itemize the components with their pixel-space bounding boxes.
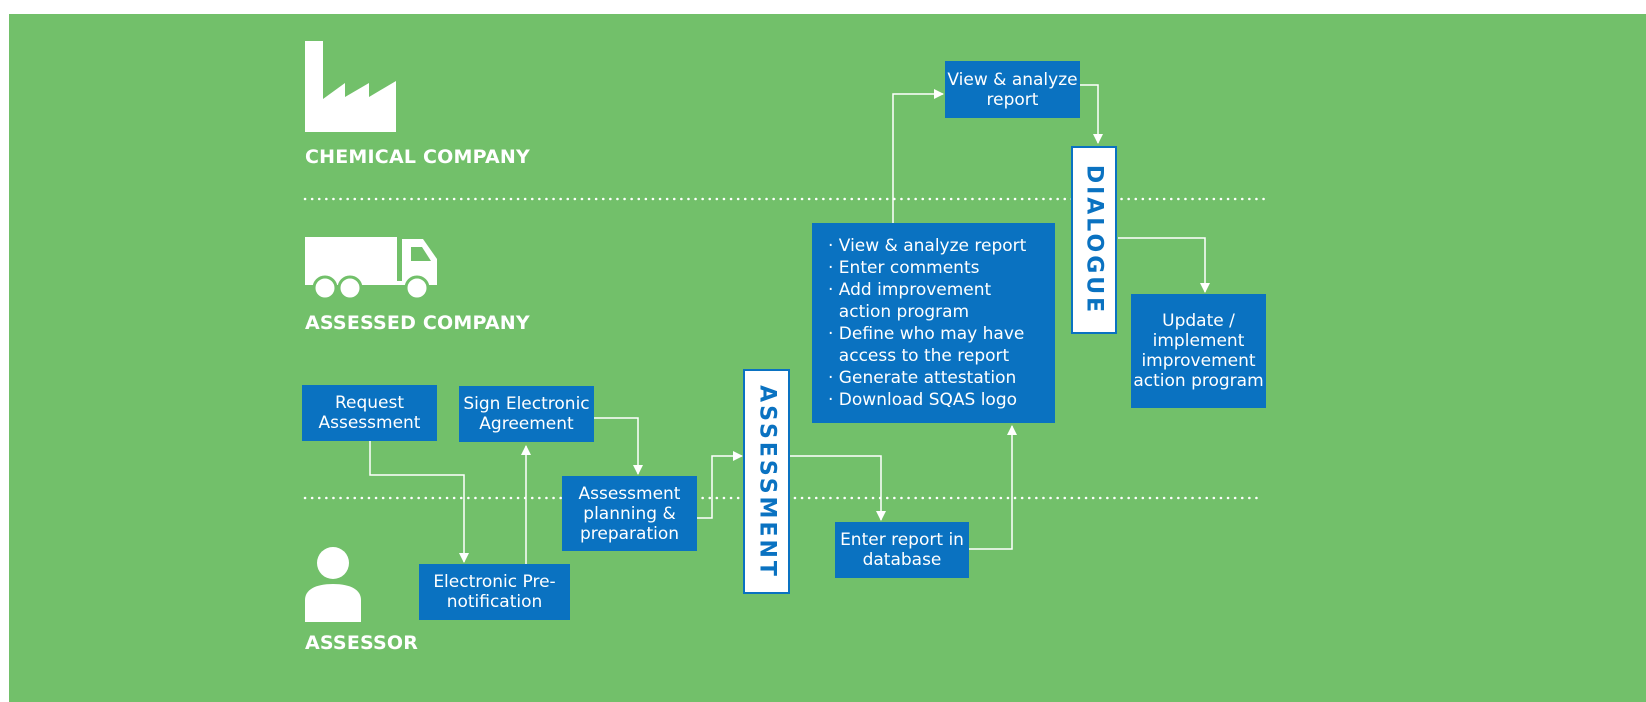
actions-list-box: · View & analyze report · Enter comments…: [812, 223, 1055, 423]
dialogue-label: DIALOGUE: [1081, 164, 1107, 316]
list-item: · Define who may have: [828, 324, 1025, 344]
enter-report-line: Enter report: [840, 530, 944, 550]
update-program-line: improvement: [1141, 351, 1256, 371]
connector-arrow: [1080, 84, 1103, 144]
list-item: access to the report: [828, 346, 1010, 366]
request-assessment-line: Request: [334, 393, 405, 413]
lane-label-assessed-company: ASSESSED COMPANY: [305, 312, 530, 334]
assessment-planning-line: Assessment: [578, 483, 681, 504]
update-program-box: Update / implement improvement action pr…: [1131, 294, 1266, 408]
assessment-label: ASSESSMENT: [754, 384, 779, 579]
sign-agreement-box: Sign Electronic Agreement: [459, 386, 594, 442]
electronic-prenotification-line: Electronic: [433, 572, 518, 592]
assessment-planning-box: Assessment planning & preparation: [562, 476, 697, 551]
list-item: · Generate attestation: [828, 368, 1017, 388]
assessment-box: ASSESSMENT: [743, 369, 790, 594]
sign-agreement-line: Agreement: [479, 414, 574, 434]
update-program-line: implement: [1152, 331, 1245, 351]
list-item: action program: [828, 302, 970, 322]
update-program-line: Update /: [1162, 311, 1235, 331]
actions-list: · View & analyze report · Enter comments…: [828, 235, 1026, 411]
connector-arrow: [697, 451, 743, 519]
update-program-line: program: [1191, 371, 1264, 391]
connector-arrow: [1118, 237, 1210, 293]
assessment-planning-line: preparation: [579, 523, 680, 544]
sign-agreement-line: Sign Electronic: [463, 394, 590, 414]
request-assessment-box: Request Assessment: [302, 385, 437, 441]
enter-report-line: in database: [862, 530, 964, 570]
list-item: · Add improvement: [828, 280, 992, 300]
connector-arrow: [369, 441, 469, 563]
truck-icon: [305, 237, 437, 301]
enter-report-box: Enter report in database: [835, 522, 969, 578]
list-item: · Enter comments: [828, 258, 980, 278]
view-analyze-report-box: View & analyze report: [945, 61, 1080, 118]
update-program-line: action: [1133, 371, 1186, 391]
lane-label-assessor: ASSESSOR: [305, 632, 419, 654]
lane-label-chemical-company: CHEMICAL COMPANY: [305, 146, 530, 168]
list-item: · View & analyze report: [828, 236, 1027, 256]
list-item: · Download SQAS logo: [828, 390, 1018, 410]
connector-arrow: [969, 425, 1017, 550]
electronic-prenotification-line: Pre-notification: [446, 572, 556, 612]
factory-icon: [305, 41, 396, 132]
view-analyze-report-line: analyze report: [986, 69, 1078, 110]
request-assessment-line: Assessment: [318, 413, 421, 433]
person-icon: [305, 547, 361, 622]
dialogue-box: DIALOGUE: [1071, 146, 1117, 334]
connector-arrow: [892, 89, 944, 223]
view-analyze-report-line: View &: [947, 69, 1007, 90]
electronic-prenotification-box: Electronic Pre-notification: [419, 564, 570, 620]
connector-arrow: [790, 455, 886, 521]
connector-arrow: [594, 417, 643, 475]
assessment-planning-line: planning &: [583, 503, 676, 524]
